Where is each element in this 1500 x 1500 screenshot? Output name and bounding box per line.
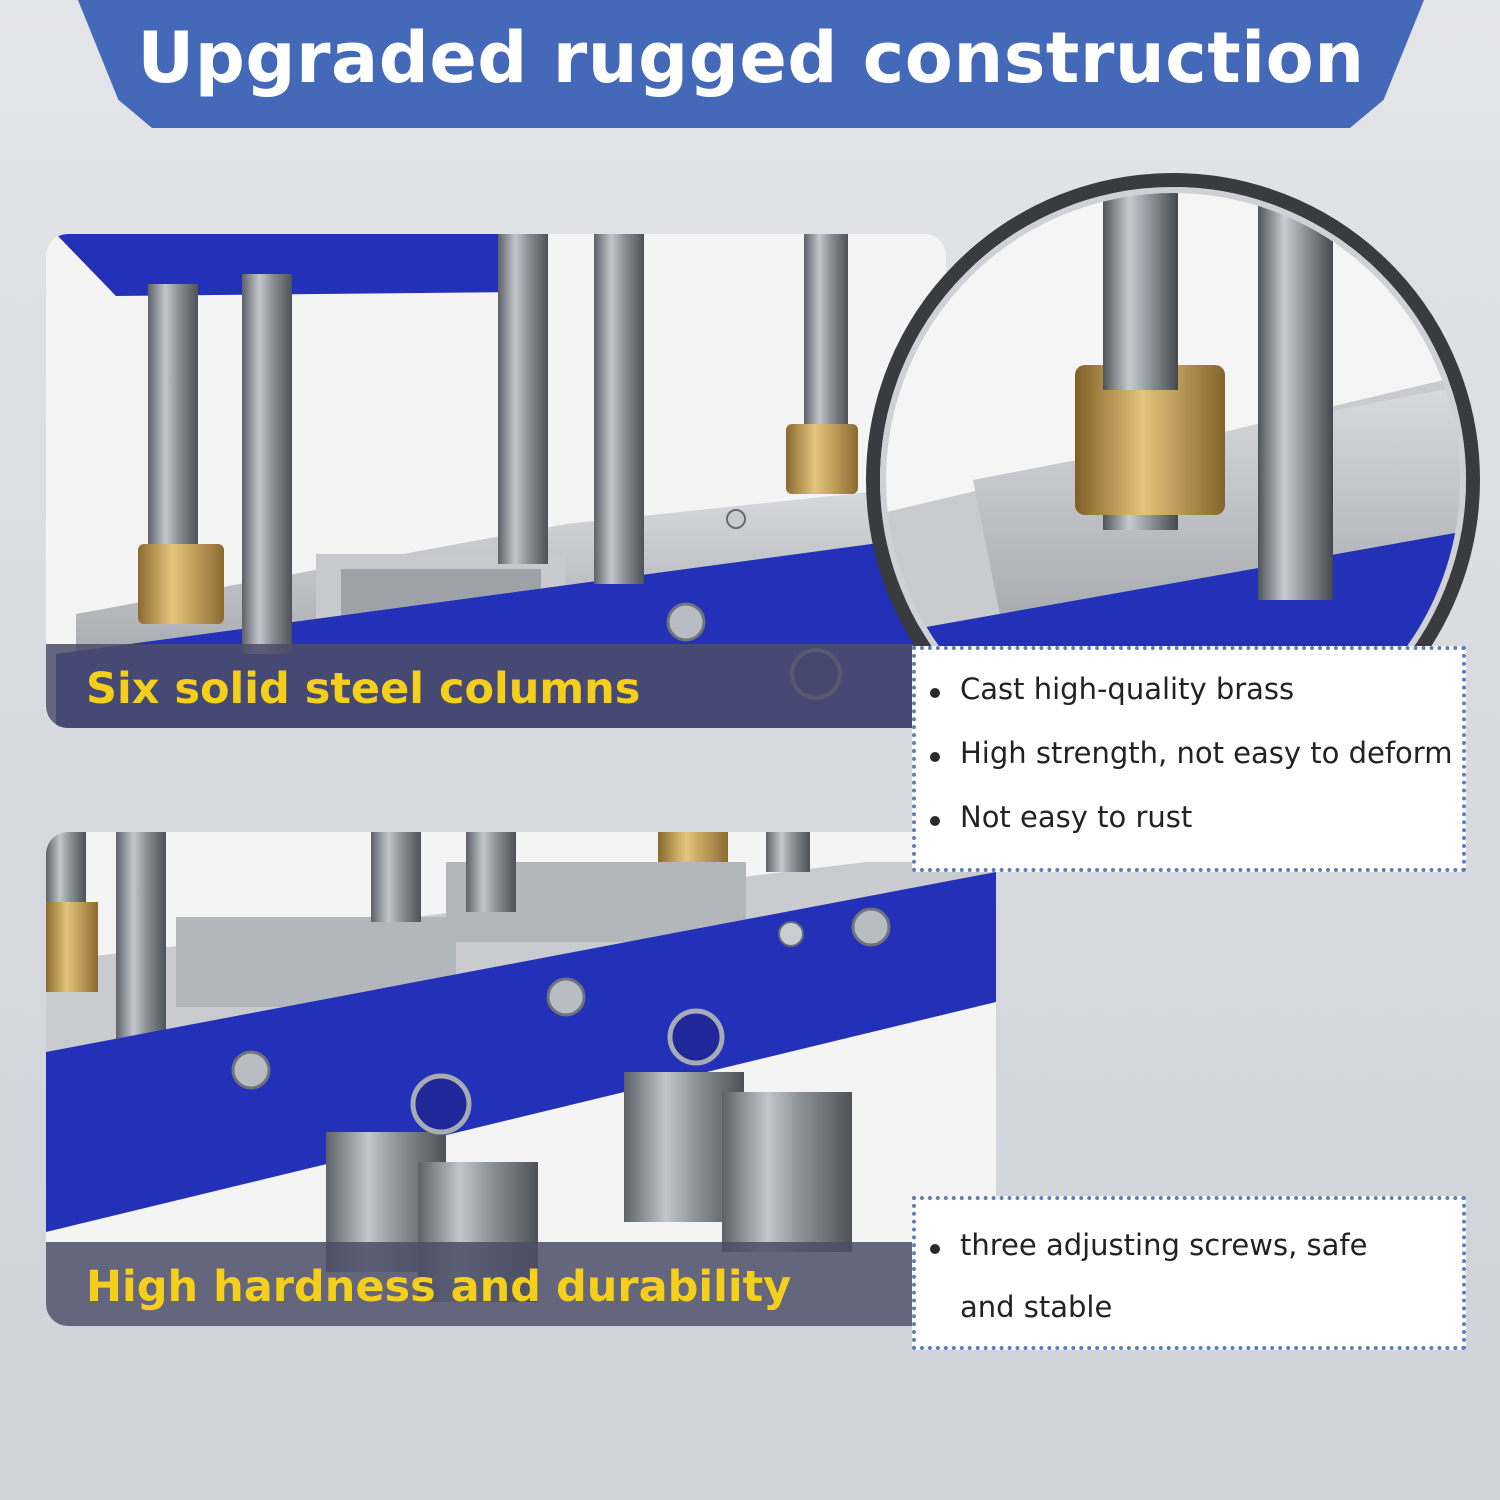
wing-nut [231, 1050, 271, 1090]
bullet-icon [930, 688, 940, 698]
list-item-continuation: and stable [916, 1290, 1462, 1352]
top-caption: Six solid steel columns [86, 664, 641, 714]
list-item-text: three adjusting screws, safe [960, 1228, 1368, 1262]
list-item: High strength, not easy to deform [916, 736, 1462, 800]
steel-column [594, 234, 644, 584]
bottom-product-panel: High hardness and durability [46, 832, 996, 1326]
steel-column [466, 832, 516, 912]
steel-sleeve [722, 1092, 852, 1252]
bullet-icon [930, 752, 940, 762]
wing-nut [546, 977, 586, 1017]
top-product-panel: Six solid steel columns [46, 234, 946, 728]
list-item: three adjusting screws, safe [916, 1228, 1462, 1290]
brass-bushing [1075, 365, 1225, 515]
bullet-icon [930, 816, 940, 826]
brass-features-note: Cast high-quality brass High strength, n… [912, 646, 1466, 872]
list-item-text: Cast high-quality brass [960, 672, 1295, 706]
brass-bushing [658, 832, 728, 862]
wing-nut [666, 602, 706, 642]
brass-features-list: Cast high-quality brass High strength, n… [916, 672, 1462, 864]
list-item-text: and stable [960, 1290, 1113, 1324]
bottom-caption-bar: High hardness and durability [46, 1242, 996, 1326]
hex-bolt [667, 1008, 725, 1066]
list-item-text: High strength, not easy to deform [960, 736, 1453, 770]
list-item: Not easy to rust [916, 800, 1462, 864]
steel-column [242, 274, 292, 654]
brass-bushing [786, 424, 858, 494]
page-title: Upgraded rugged construction [137, 17, 1365, 99]
blue-rail [46, 872, 996, 1232]
steel-column [766, 832, 810, 872]
list-item-text: Not easy to rust [960, 800, 1193, 834]
bullet-icon [930, 1244, 940, 1254]
top-plate [56, 234, 516, 296]
title-banner: Upgraded rugged construction [78, 0, 1424, 128]
steel-column [498, 234, 548, 564]
hex-bolt [410, 1073, 472, 1135]
bottom-caption: High hardness and durability [86, 1262, 792, 1312]
brass-bushing [138, 544, 224, 624]
top-caption-bar: Six solid steel columns [46, 644, 946, 728]
screws-note: three adjusting screws, safe and stable [912, 1196, 1466, 1350]
list-item: Cast high-quality brass [916, 672, 1462, 736]
brass-bushing [46, 902, 98, 992]
screws-features-list: three adjusting screws, safe and stable [916, 1228, 1462, 1352]
wing-nut [851, 907, 891, 947]
steel-column [371, 832, 421, 922]
